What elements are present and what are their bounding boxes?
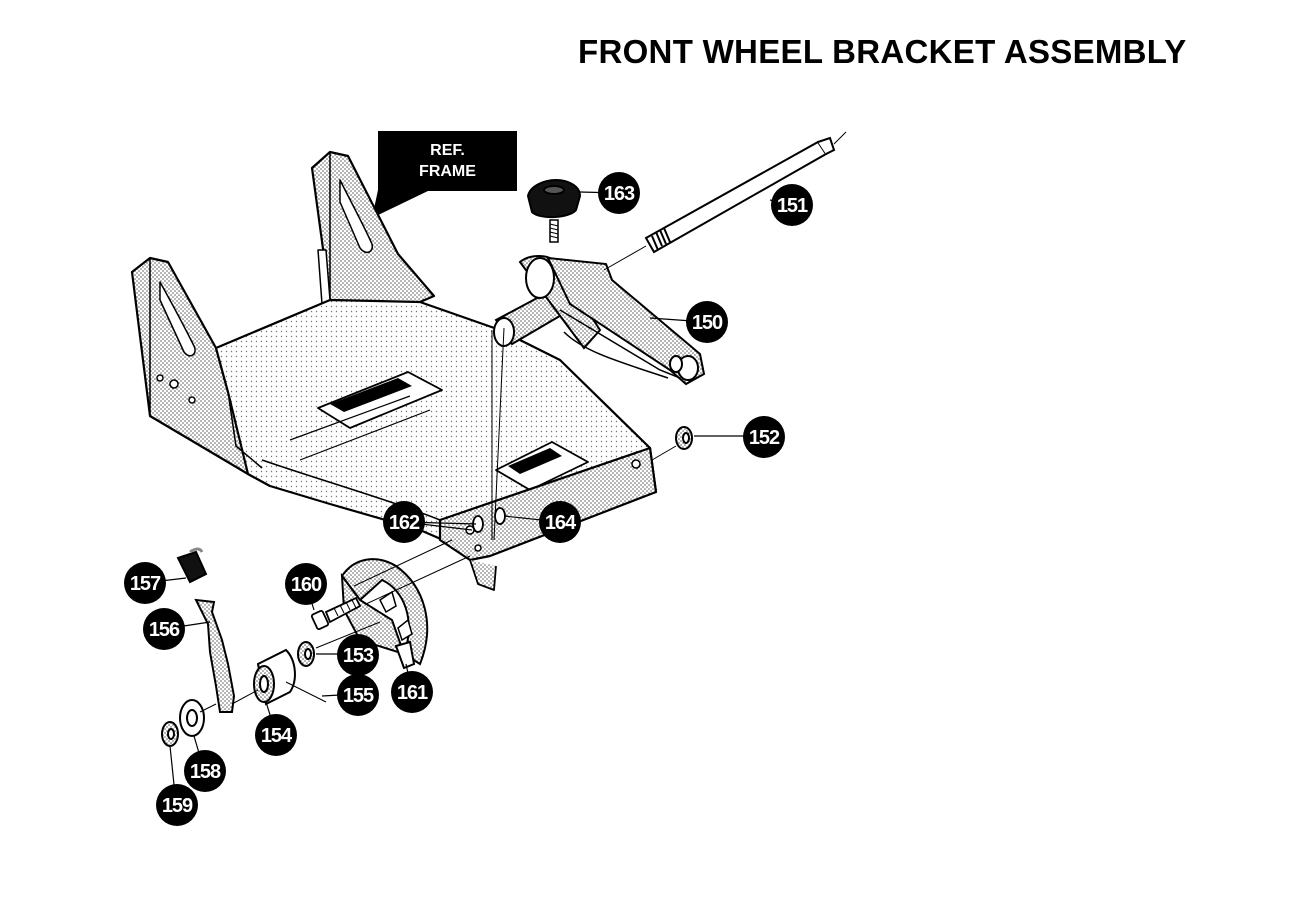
adjust-lever — [176, 547, 259, 713]
callout-150: 150 — [686, 301, 728, 343]
callout-160: 160 — [285, 563, 327, 605]
callout-163-number: 163 — [604, 183, 635, 205]
callout-154: 154 — [255, 714, 297, 756]
callout-155-number: 155 — [343, 685, 374, 707]
bushing-assembly — [253, 648, 327, 706]
diagram-title: FRONT WHEEL BRACKET ASSEMBLY — [578, 33, 1187, 70]
callout-163: 163 — [598, 172, 640, 214]
washer-nut-stack — [161, 699, 217, 747]
callout-152: 152 — [743, 416, 785, 458]
callout-162: 162 — [383, 501, 425, 543]
axle-shaft — [603, 131, 847, 271]
ref-label-line2: FRAME — [419, 163, 476, 180]
washer-152-part — [651, 426, 693, 461]
callout-161-number: 161 — [397, 682, 428, 704]
floor-slot-lower — [495, 441, 589, 491]
callout-150-number: 150 — [692, 312, 723, 334]
callout-161: 161 — [391, 671, 433, 713]
callout-156-number: 156 — [149, 619, 180, 641]
callout-156: 156 — [143, 608, 185, 650]
ref-frame-label: REF. FRAME — [378, 131, 517, 191]
callout-159: 159 — [156, 784, 198, 826]
callout-151: 151 — [771, 184, 813, 226]
callout-157: 157 — [124, 562, 166, 604]
pivot-arm-assembly — [493, 255, 706, 386]
callout-153: 153 — [337, 634, 379, 676]
callout-158-number: 158 — [190, 761, 221, 783]
callout-158: 158 — [184, 750, 226, 792]
bolt-160-part — [310, 596, 362, 631]
callout-153-number: 153 — [343, 645, 374, 667]
washer-153-part — [297, 621, 381, 667]
ref-label-line1: REF. — [430, 142, 465, 159]
callout-159-number: 159 — [162, 795, 193, 817]
callout-162-number: 162 — [389, 512, 420, 534]
callout-164-number: 164 — [545, 512, 577, 534]
callout-157-number: 157 — [130, 573, 161, 595]
ref-frame-leader — [372, 190, 430, 218]
callout-160-number: 160 — [291, 574, 322, 596]
callout-154-number: 154 — [261, 725, 293, 747]
callout-152-number: 152 — [749, 427, 780, 449]
callout-164: 164 — [539, 501, 581, 543]
callout-151-number: 151 — [777, 195, 808, 217]
callout-155: 155 — [337, 674, 379, 716]
adjustment-knob — [526, 178, 582, 243]
